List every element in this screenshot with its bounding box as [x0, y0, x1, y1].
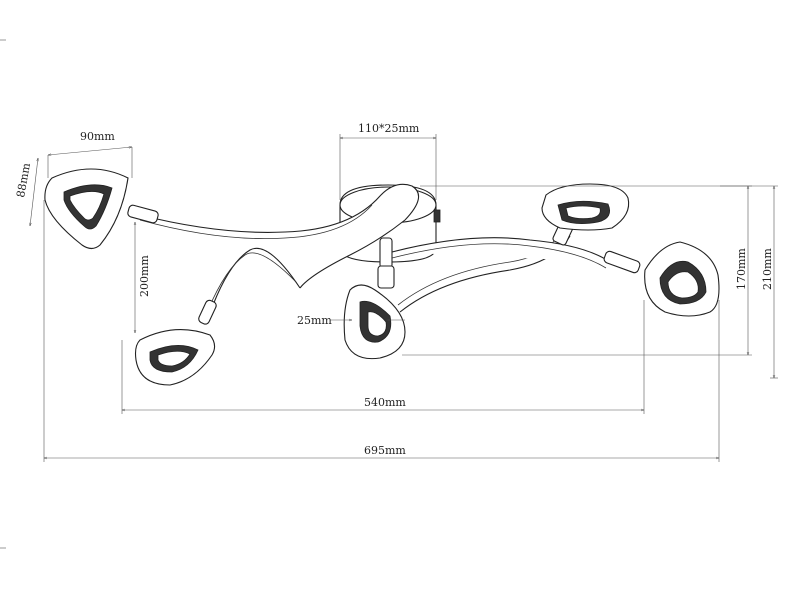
dim-canopy: 110*25mm — [340, 122, 436, 200]
dim-arm-drop: 200mm — [135, 222, 151, 333]
label-span-total: 695mm — [364, 444, 406, 457]
shade-left — [44, 168, 129, 250]
dim-span-inner: 540mm — [122, 300, 644, 414]
dim-shade-width: 90mm — [48, 130, 132, 178]
label-canopy: 110*25mm — [358, 122, 420, 135]
lamp-arms — [139, 183, 611, 313]
shade-center — [343, 284, 406, 360]
label-depth-total: 210mm — [761, 248, 774, 290]
dim-span-total: 695mm — [44, 200, 719, 462]
label-arm-drop: 200mm — [138, 255, 151, 297]
arm-joints — [127, 204, 641, 325]
label-span-inner: 540mm — [364, 396, 406, 409]
shade-lower-left — [134, 329, 216, 386]
dim-depth-inner: 170mm — [402, 186, 752, 355]
label-tube: 25mm — [297, 314, 332, 327]
dim-depth-total: 210mm — [720, 186, 778, 378]
label-shade-width: 90mm — [80, 130, 115, 143]
label-depth-inner: 170mm — [735, 248, 748, 290]
dim-shade-height: 88mm — [14, 158, 38, 226]
shade-right — [644, 241, 720, 317]
dim-tube: 25mm — [297, 314, 405, 327]
shade-upper-right — [541, 183, 630, 231]
label-shade-height: 88mm — [14, 161, 33, 198]
